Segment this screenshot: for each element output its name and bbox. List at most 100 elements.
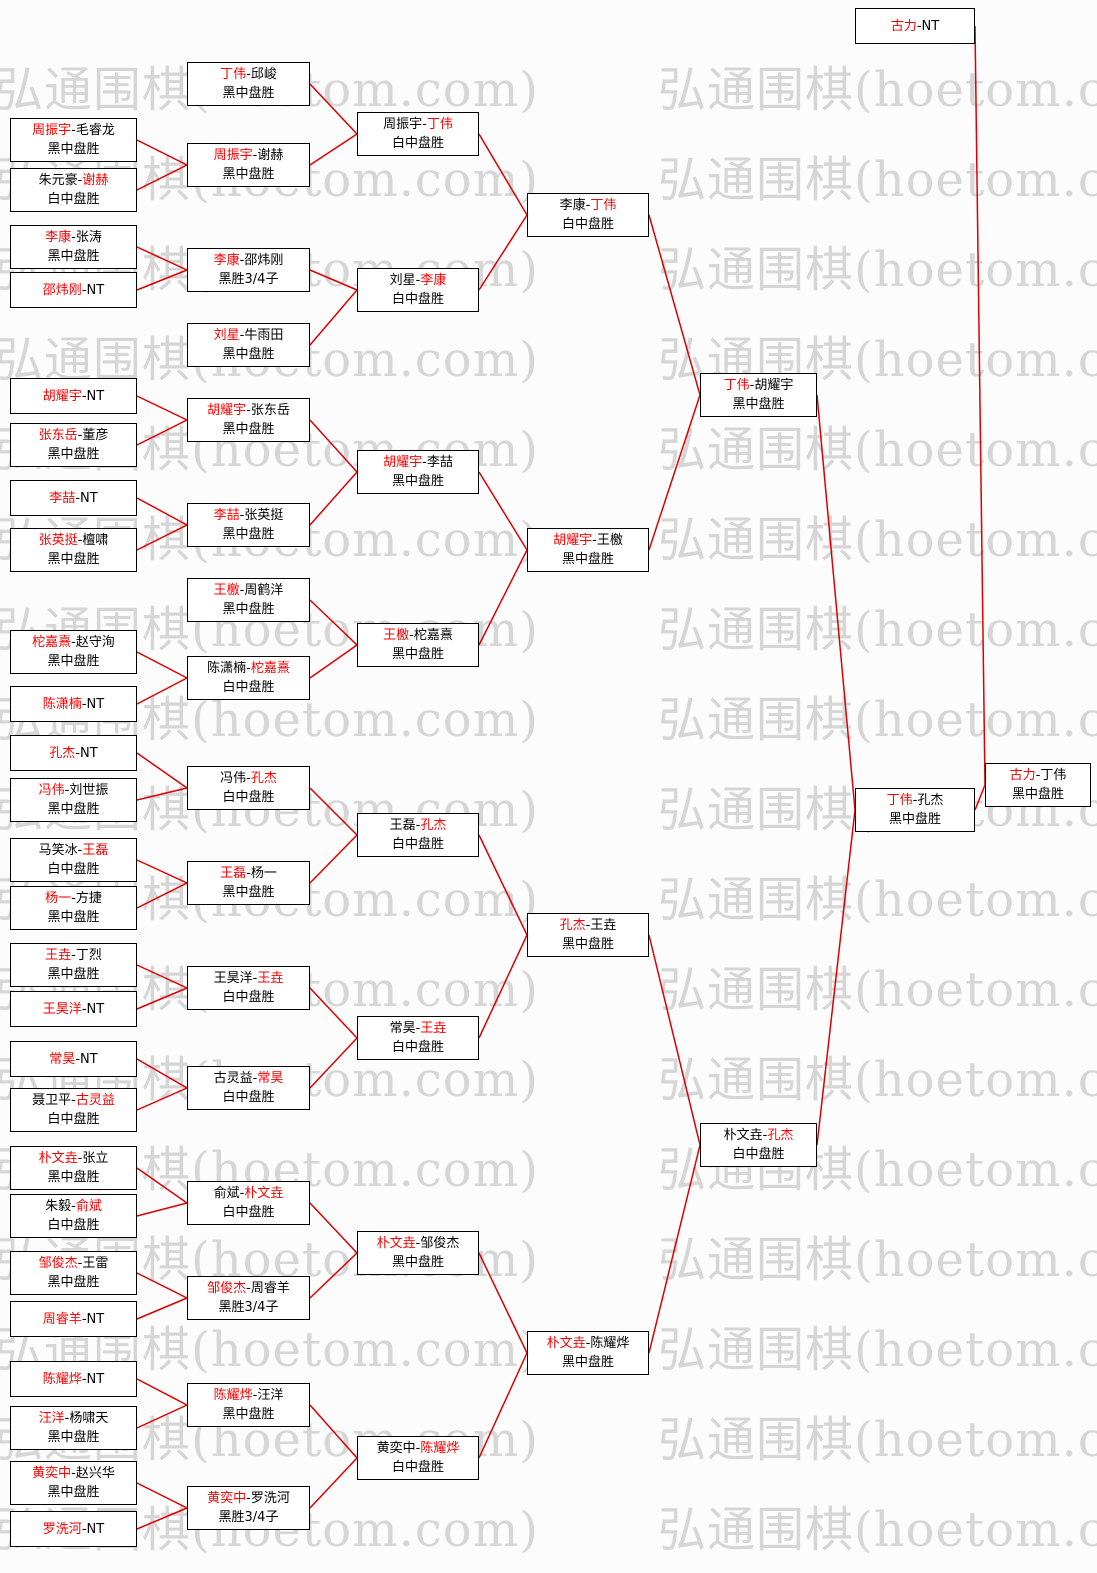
match-box-B1: 丁伟-邱峻 黑中盘胜 bbox=[187, 62, 310, 106]
connector-line-B2-C1 bbox=[309, 133, 358, 166]
match-result: 白中盘胜 bbox=[391, 136, 444, 151]
connector-line-A22-B14 bbox=[136, 1297, 188, 1320]
players-separator: - bbox=[415, 1021, 421, 1036]
players-separator: - bbox=[415, 818, 421, 833]
match-players: 王昊洋-王垚 bbox=[214, 969, 284, 988]
match-box-A18: 聂卫平-古灵益 白中盘胜 bbox=[10, 1088, 137, 1132]
player1-name: 王昊洋 bbox=[42, 1001, 82, 1017]
player2-name: 檀啸 bbox=[82, 533, 109, 548]
match-box-C7: 朴文垚-邹俊杰 黑中盘胜 bbox=[357, 1231, 479, 1275]
match-players: 邹俊杰-王雷 bbox=[39, 1254, 109, 1273]
match-box-F1: 古力-NT bbox=[855, 8, 975, 44]
player1-name: 古灵益 bbox=[213, 1071, 253, 1086]
players-separator: - bbox=[77, 1151, 83, 1166]
player1-name: 杨一 bbox=[45, 891, 72, 906]
player1-name: 胡耀宇 bbox=[42, 388, 82, 404]
player1-name: 古力 bbox=[1009, 768, 1036, 783]
match-box-A22: 周睿羊-NT bbox=[10, 1301, 137, 1337]
match-box-B16: 黄奕中-罗洗河 黑胜3/4子 bbox=[187, 1486, 310, 1530]
match-result: 黑中盘胜 bbox=[47, 802, 100, 817]
players-separator: - bbox=[71, 230, 76, 245]
match-players: 马笑冰-王磊 bbox=[39, 841, 109, 860]
connector-line-D4-E2 bbox=[648, 1144, 701, 1354]
match-box-D3: 孔杰-王垚 黑中盘胜 bbox=[527, 913, 649, 957]
player1-name: 刘星 bbox=[389, 273, 416, 288]
match-box-A6: 张东岳-董彦 黑中盘胜 bbox=[10, 423, 137, 467]
connector-line-B10-C5 bbox=[309, 834, 358, 884]
match-players: 张东岳-董彦 bbox=[39, 426, 109, 445]
player1-name: 常昊 bbox=[389, 1021, 416, 1036]
player1-name: 王垚 bbox=[45, 948, 72, 963]
player1-name: 冯伟 bbox=[220, 771, 247, 786]
match-result: 黑中盘胜 bbox=[222, 167, 275, 182]
match-players: 王磊-孔杰 bbox=[390, 816, 447, 835]
player1-name: 孔杰 bbox=[559, 918, 586, 933]
player1-name: 陈潇楠 bbox=[42, 696, 82, 712]
player1-name: 王檄 bbox=[383, 628, 410, 643]
player2-name: 张东岳 bbox=[250, 403, 290, 418]
players-separator: - bbox=[246, 771, 251, 786]
connector-line-A7-B6 bbox=[136, 497, 188, 526]
player1-name: 李喆 bbox=[213, 508, 240, 523]
match-players: 陈耀烨-NT bbox=[43, 1370, 104, 1389]
match-players: 王檄-柁嘉熹 bbox=[383, 626, 453, 645]
connector-line-C3-D2 bbox=[478, 471, 528, 551]
connector-line-A3-B3 bbox=[136, 246, 188, 271]
connector-line-B16-C8 bbox=[309, 1457, 358, 1509]
watermark-text: 弘通围棋(hoetom.com) bbox=[658, 62, 1097, 118]
connector-line-A17-B12 bbox=[136, 1058, 188, 1089]
connector-line-E2-F2 bbox=[816, 809, 856, 1146]
match-result: 黑中盘胜 bbox=[47, 1170, 100, 1185]
connector-line-B1-C1 bbox=[309, 83, 358, 135]
connector-line-C7-D4 bbox=[478, 1252, 528, 1354]
match-result: 黑中盘胜 bbox=[1011, 787, 1064, 802]
match-box-A19: 朴文垚-张立 黑中盘胜 bbox=[10, 1146, 137, 1190]
match-players: 陈潇楠-NT bbox=[43, 695, 104, 714]
match-box-B14: 邹俊杰-周睿羊 黑胜3/4子 bbox=[187, 1276, 310, 1320]
player2-name: 谢赫 bbox=[257, 148, 284, 163]
connector-line-C5-D3 bbox=[478, 834, 528, 936]
match-result: 黑中盘胜 bbox=[561, 937, 614, 952]
match-box-C3: 胡耀宇-李喆 黑中盘胜 bbox=[357, 450, 479, 494]
match-box-C1: 周振宇-丁伟 白中盘胜 bbox=[357, 112, 479, 156]
match-result: 白中盘胜 bbox=[391, 1040, 444, 1055]
player2-name: 王檄 bbox=[596, 533, 623, 548]
match-players: 周振宇-谢赫 bbox=[214, 146, 284, 165]
match-box-A14: 杨一-方捷 黑中盘胜 bbox=[10, 886, 137, 930]
player2-name: 王垚 bbox=[420, 1021, 447, 1036]
player2-name: 王磊 bbox=[82, 843, 109, 858]
match-result: 黑中盘胜 bbox=[391, 1255, 444, 1270]
match-result: 黑中盘胜 bbox=[47, 967, 100, 982]
player2-name: 王垚 bbox=[257, 971, 284, 986]
players-separator: - bbox=[71, 1199, 76, 1214]
connector-line-A23-B15 bbox=[136, 1378, 188, 1406]
player1-name: 李康 bbox=[559, 198, 586, 213]
player2-name: 李喆 bbox=[426, 455, 453, 470]
match-result: 黑中盘胜 bbox=[47, 552, 100, 567]
player2-name: 王垚 bbox=[590, 918, 617, 933]
player2-name: 杨啸天 bbox=[69, 1411, 109, 1426]
match-players: 古灵益-常昊 bbox=[214, 1069, 284, 1088]
player2-name: 张英挺 bbox=[244, 508, 284, 523]
match-box-D1: 李康-丁伟 白中盘胜 bbox=[527, 193, 649, 237]
connector-line-A25-B16 bbox=[136, 1482, 188, 1509]
match-players: 周振宇-丁伟 bbox=[383, 115, 453, 134]
players-separator: - bbox=[916, 18, 922, 34]
match-box-A17: 常昊-NT bbox=[10, 1041, 137, 1077]
players-separator: - bbox=[422, 117, 427, 132]
connector-line-A2-B2 bbox=[136, 164, 188, 191]
watermark-text: 弘通围棋(hoetom.com) bbox=[658, 1052, 1097, 1108]
match-result: 白中盘胜 bbox=[561, 217, 614, 232]
match-result: 白中盘胜 bbox=[222, 1090, 275, 1105]
match-players: 周睿羊-NT bbox=[43, 1310, 104, 1329]
match-result: 黑中盘胜 bbox=[391, 647, 444, 662]
match-box-A9: 柁嘉熹-赵守洵 黑中盘胜 bbox=[10, 630, 137, 674]
match-box-A26: 罗洗河-NT bbox=[10, 1511, 137, 1547]
player1-name: 黄奕中 bbox=[376, 1441, 416, 1456]
player2-name: 孔杰 bbox=[420, 818, 447, 833]
player2-name: 陈耀烨 bbox=[590, 1336, 630, 1351]
connector-line-D2-E1 bbox=[648, 394, 701, 551]
match-result: 黑中盘胜 bbox=[888, 812, 941, 827]
player1-name: 丁伟 bbox=[220, 67, 247, 82]
player1-name: 王磊 bbox=[389, 818, 416, 833]
